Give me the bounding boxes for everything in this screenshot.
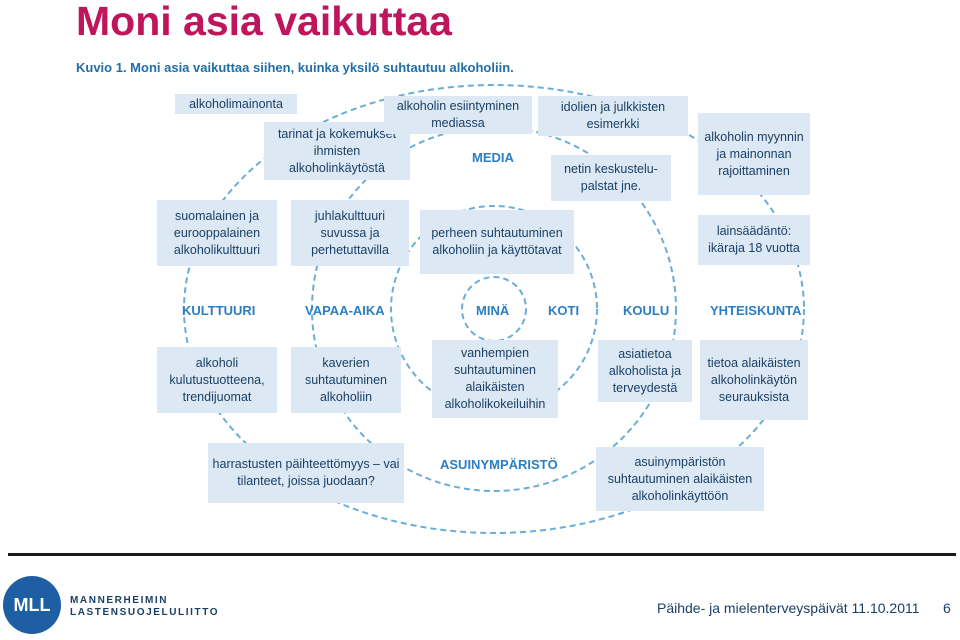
box-lainsaadanto: lainsäädäntö: ikäraja 18 vuotta [698,215,810,265]
box-tarinat: tarinat ja kokemukset ihmisten alkoholin… [264,122,410,180]
org-name-line1: MANNERHEIMIN [70,595,169,606]
label-asuinymparisto: ASUINYMPÄRISTÖ [440,457,558,472]
label-mina: MINÄ [476,303,510,318]
label-media: MEDIA [472,150,514,165]
box-asuinymparisto: asuinympäristön suhtautuminen alaikäiste… [596,447,764,511]
box-tietoa: tietoa alaikäisten alkoholinkäytön seura… [700,340,808,420]
footer-divider [8,553,956,556]
page-number: 6 [943,600,951,616]
box-vanhemmat: vanhempien suhtautuminen alaikäisten alk… [432,340,558,418]
box-netti: netin keskustelu-palstat jne. [551,155,671,201]
box-media-esiintyminen: alkoholin esiintyminen mediassa [384,96,532,134]
box-harrastus: harrastusten päihteettömyys – vai tilant… [208,443,404,503]
label-vapaa-aika: VAPAA-AIKA [305,303,385,318]
box-idolit: idolien ja julkkisten esimerkki [538,96,688,136]
box-kulutus: alkoholi kulutustuotteena, trendijuomat [157,347,277,413]
figure-caption: Kuvio 1. Moni asia vaikuttaa siihen, kui… [76,60,514,75]
label-kulttuuri: KULTTUURI [182,303,256,318]
box-kaverit: kaverien suhtautuminen alkoholiin [291,347,401,413]
page-title: Moni asia vaikuttaa [76,0,452,44]
logo-text: MLL [14,595,51,615]
label-koulu: KOULU [623,303,670,318]
label-koti: KOTI [548,303,580,318]
label-yhteiskunta: YHTEISKUNTA [710,303,802,318]
concentric-rings [183,84,805,534]
ring-koulu [311,126,677,492]
box-alkoholimainonta: alkoholimainonta [175,94,297,114]
footer-event: Päihde- ja mielenterveyspäivät 11.10.201… [657,600,920,616]
box-asiatieto: asiatietoa alkoholista ja terveydestä [598,340,692,402]
mll-logo: MLL [3,576,61,634]
box-perhe: perheen suhtautuminen alkoholiin ja käyt… [420,210,574,274]
box-myynti: alkoholin myynnin ja mainonnan rajoittam… [698,113,810,195]
ring-yhteiskunta [183,84,805,534]
box-suomalainen: suomalainen ja eurooppalainen alkoholiku… [157,200,277,266]
box-juhla: juhlakulttuuri suvussa ja perhetuttavill… [291,200,409,266]
org-name-line2: LASTENSUOJELULIITTO [70,607,220,618]
org-name: MANNERHEIMIN LASTENSUOJELULIITTO [70,595,219,619]
